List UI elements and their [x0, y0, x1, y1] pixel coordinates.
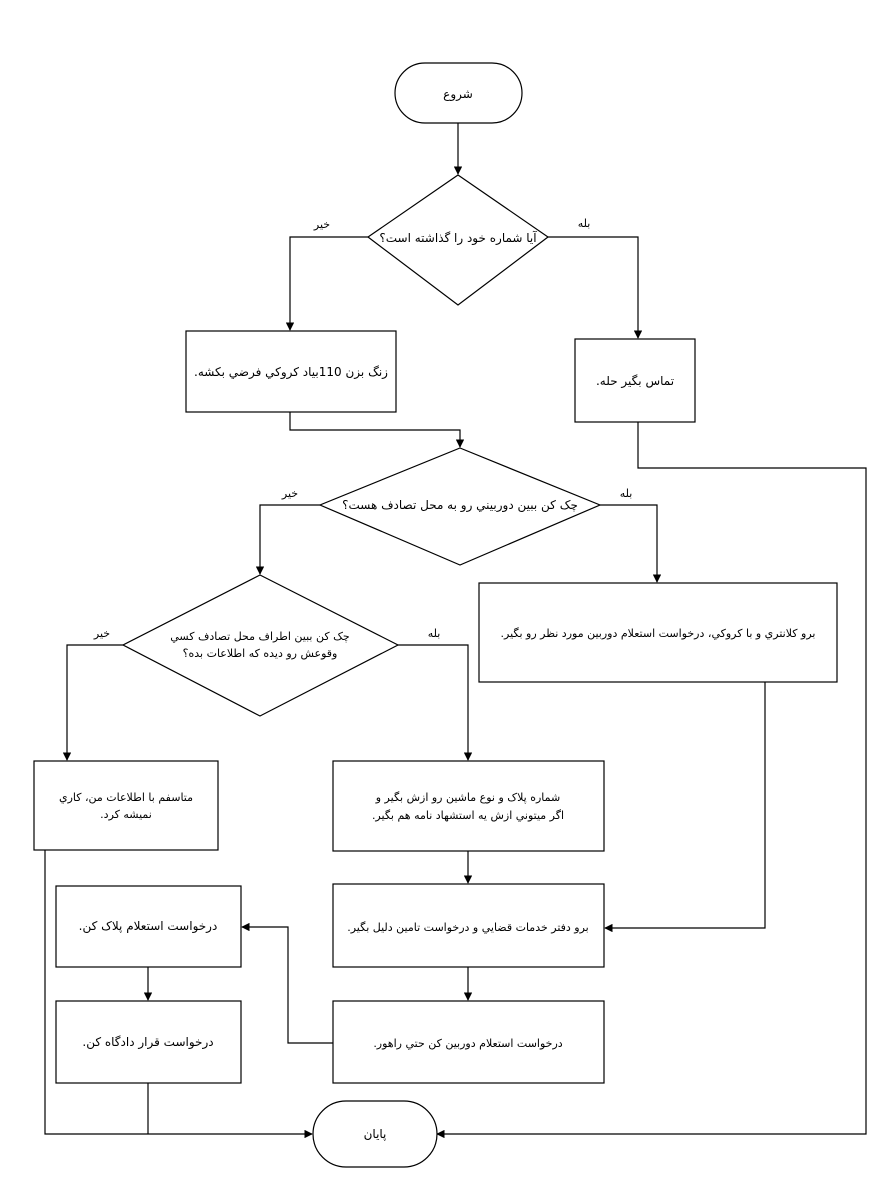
decision-number-left-label: آيا شماره خود را گذاشته است؟: [379, 230, 537, 246]
police-station-label: برو كلانتري و با كروكي، درخواست استعلام …: [501, 627, 816, 640]
edge-q1-yes: [548, 236, 643, 339]
edge-police-to-judicial: [604, 682, 766, 933]
plate-info-process: شماره پلاک و نوع ماشين رو ازش بگير و اگر…: [332, 760, 605, 852]
edge-q2-yes: [600, 504, 662, 583]
edge-sorry-to-end: [44, 850, 313, 1139]
end-node: پايان: [312, 1100, 438, 1168]
edge-callthem-to-end: [436, 422, 867, 1139]
plate-info-line2: اگر ميتوني ازش يه استشهاد نامه هم بگير.: [372, 809, 564, 822]
sorry-line2: نميشه كرد.: [100, 808, 152, 821]
edge-call110-to-q2: [289, 412, 465, 448]
q1-yes-label: بله: [578, 217, 591, 230]
decision-camera: چک کن ببين دوربيني رو به محل تصادف هست؟: [318, 447, 602, 566]
decision-witness-line1: چک کن ببين اطراف محل تصادف كسي: [170, 630, 349, 643]
decision-number-left: آيا شماره خود را گذاشته است؟: [366, 174, 550, 306]
q1-no-label: خير: [313, 218, 330, 231]
edges: [44, 123, 867, 1139]
decision-witness-line2: وقوعش رو ديده كه اطلاعات بده؟: [183, 647, 338, 660]
start-label: شروع: [443, 87, 473, 102]
police-station-process: برو كلانتري و با كروكي، درخواست استعلام …: [478, 582, 838, 683]
q2-no-label: خير: [281, 487, 298, 500]
q3-yes-label: بله: [428, 627, 441, 640]
edge-q2-no: [255, 504, 320, 575]
road-camera-label: درخواست استعلام دوربين كن حتي راهور.: [373, 1037, 562, 1050]
call-110-label: زنگ بزن 110بياد كروكي فرضي بكشه.: [194, 365, 388, 380]
decision-camera-label: چک کن ببين دوربيني رو به محل تصادف هست؟: [342, 498, 578, 513]
call-110-process: زنگ بزن 110بياد كروكي فرضي بكشه.: [185, 330, 397, 413]
judicial-office-process: برو دفتر خدمات قضايي و درخواست تامين دلي…: [332, 883, 605, 968]
court-order-process: درخواست قرار دادگاه كن.: [55, 1000, 242, 1084]
plate-inquiry-process: درخواست استعلام پلاک كن.: [55, 885, 242, 968]
q3-no-label: خير: [93, 627, 110, 640]
sorry-process: متاسفم با اطلاعات من، كاري نميشه كرد.: [33, 760, 219, 851]
edge-q3-no: [62, 644, 123, 761]
road-camera-process: درخواست استعلام دوربين كن حتي راهور.: [332, 1000, 605, 1084]
edge-q3-yes: [398, 644, 473, 761]
plate-inquiry-label: درخواست استعلام پلاک كن.: [79, 919, 218, 934]
call-them-process: تماس بگير حله.: [574, 338, 696, 423]
end-label: پايان: [364, 1127, 387, 1141]
judicial-office-label: برو دفتر خدمات قضايي و درخواست تامين دلي…: [347, 921, 589, 934]
edge-q1-no: [285, 236, 368, 331]
call-them-label: تماس بگير حله.: [596, 374, 674, 389]
decision-witness: چک کن ببين اطراف محل تصادف كسي وقوعش رو …: [121, 574, 400, 717]
sorry-line1: متاسفم با اطلاعات من، كاري: [59, 791, 193, 804]
plate-info-line1: شماره پلاک و نوع ماشين رو ازش بگير و: [375, 791, 560, 804]
edge-roadcam-to-plateinq: [241, 922, 333, 1044]
q2-yes-label: بله: [620, 487, 633, 500]
court-order-label: درخواست قرار دادگاه كن.: [82, 1035, 213, 1050]
start-node: شروع: [394, 62, 523, 124]
